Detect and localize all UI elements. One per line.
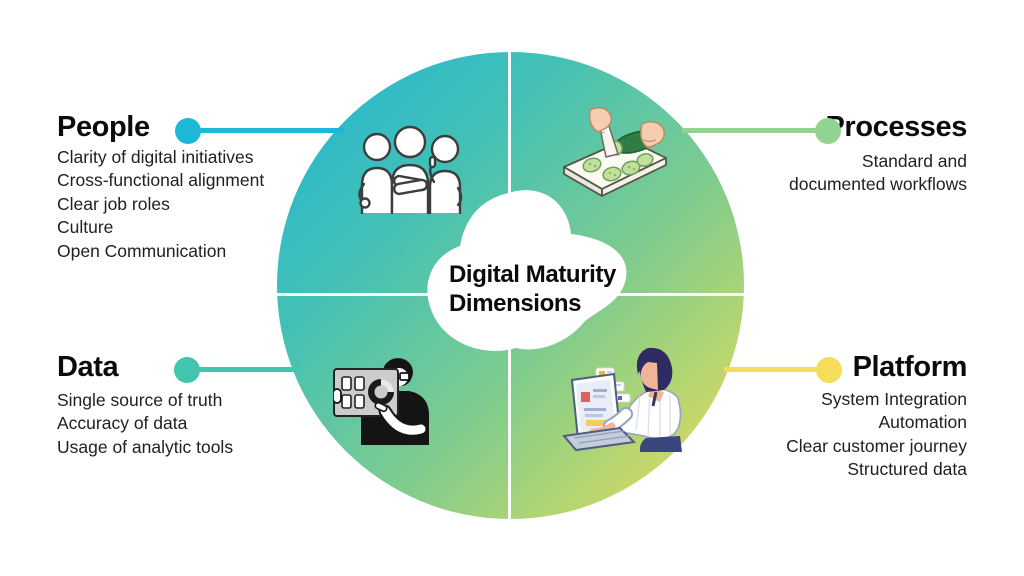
processes-connector-dot xyxy=(815,118,841,144)
list-item: Clarity of digital initiatives xyxy=(57,147,254,167)
list-item: Accuracy of data xyxy=(57,413,188,434)
diagram-title: Digital Maturity Dimensions xyxy=(449,261,616,317)
data-connector-dot xyxy=(174,357,200,383)
list-item: Single source of truth xyxy=(57,390,223,410)
section-heading-platform: Platform xyxy=(852,351,968,383)
list-item: Clear customer journey xyxy=(786,435,967,456)
person-working-on-laptop-icon xyxy=(562,347,682,452)
data-connector-line xyxy=(186,367,298,372)
people-connector-dot xyxy=(175,118,201,144)
section-heading-processes: Processes xyxy=(825,111,967,143)
list-item: System Integration xyxy=(821,389,967,409)
center-blob xyxy=(427,190,627,351)
list-item: Usage of analytic tools xyxy=(57,436,234,457)
platform-connector-line xyxy=(724,367,829,372)
analyst-holding-dashboard-icon xyxy=(333,358,429,445)
processes-list: Standard and documented workflows xyxy=(757,150,967,197)
list-item: Standard and documented workflows xyxy=(789,151,967,195)
processes-connector-line xyxy=(682,128,828,133)
list-item: Automation xyxy=(878,412,967,433)
list-item: Structured data xyxy=(847,459,967,480)
section-heading-data: Data xyxy=(57,351,119,383)
list-item: Clear job roles xyxy=(57,193,170,214)
platform-connector-dot xyxy=(816,357,842,383)
list-item: Cross-functional alignment xyxy=(57,170,265,191)
list-item: Culture xyxy=(57,217,114,238)
hands-slicing-cucumber-icon xyxy=(563,107,667,197)
three-people-talking-icon xyxy=(358,125,463,214)
people-connector-line xyxy=(186,128,344,133)
section-heading-people: People xyxy=(57,111,150,143)
list-item: Open Communication xyxy=(57,240,227,261)
